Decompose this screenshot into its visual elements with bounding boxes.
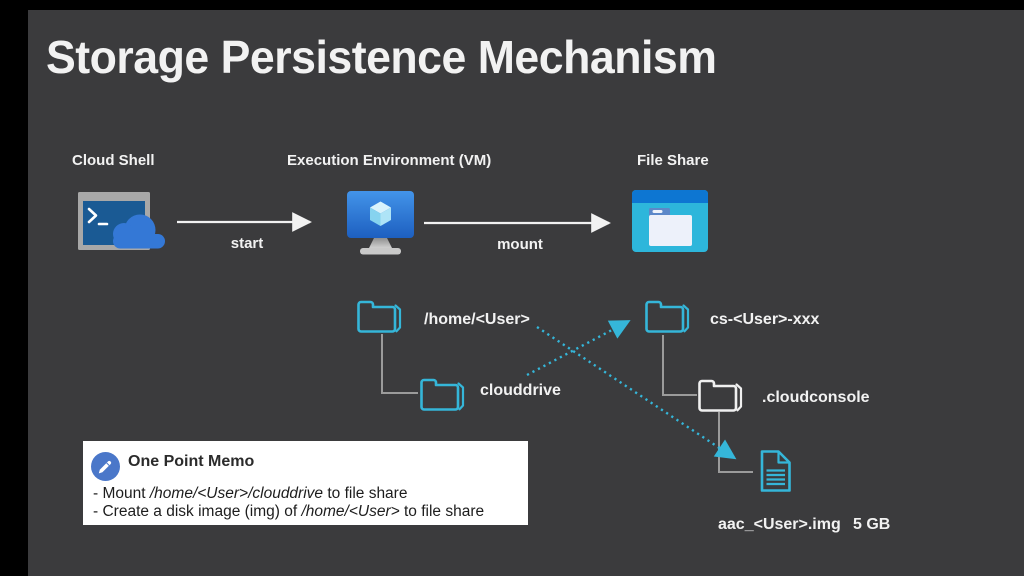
cloudconsole-folder-label: .cloudconsole (762, 389, 870, 406)
memo-line-1-suffix: to file share (323, 485, 408, 502)
letterbox-left (0, 0, 28, 576)
memo-line-2: - Create a disk image (img) of /home/<Us… (93, 503, 484, 521)
home-clouddrive-connector (381, 334, 418, 394)
clouddrive-folder-label: clouddrive (480, 382, 561, 399)
cloudconsole-image-connector (718, 412, 753, 473)
memo-title: One Point Memo (128, 453, 255, 470)
one-point-memo-box: One Point Memo - Mount /home/<User>/clou… (83, 441, 528, 525)
memo-line-1: - Mount /home/<User>/clouddrive to file … (93, 485, 407, 503)
cloud-icon (113, 214, 165, 249)
clouddrive-folder-icon (418, 371, 466, 413)
start-edge-label: start (230, 235, 264, 252)
cloudconsole-folder-icon (696, 372, 744, 414)
virtual-machine-monitor-icon (347, 191, 414, 257)
home-folder-icon (355, 293, 403, 335)
cloud-shell-terminal-icon (78, 192, 166, 256)
disk-image-file-icon (758, 449, 794, 493)
home-folder-label: /home/<User> (424, 311, 530, 328)
disk-image-size-label: 5 GB (853, 516, 891, 533)
clouddrive-to-fileshare-arrow (526, 320, 631, 377)
memo-line-2-suffix: to file share (399, 503, 485, 520)
memo-line-1-path: /home/<User>/clouddrive (149, 485, 324, 502)
page-title: Storage Persistence Mechanism (46, 31, 717, 83)
pencil-icon (91, 452, 120, 481)
cloud-shell-label: Cloud Shell (72, 152, 155, 169)
memo-line-2-prefix: - Create a disk image (img) of (93, 503, 302, 520)
cs-cloudconsole-connector (662, 335, 697, 396)
mount-edge-label: mount (497, 236, 543, 253)
file-share-window-icon (632, 190, 708, 252)
cs-folder-label: cs-<User>-xxx (710, 311, 820, 328)
file-share-label: File Share (637, 152, 709, 169)
letterbox-top (0, 0, 1024, 10)
cs-folder-icon (643, 293, 691, 335)
vm-label: Execution Environment (VM) (287, 152, 492, 169)
memo-line-1-prefix: - Mount (93, 485, 150, 502)
memo-line-2-path: /home/<User> (301, 503, 400, 520)
cube-icon (370, 201, 391, 226)
disk-image-file-label: aac_<User>.img (718, 516, 841, 533)
